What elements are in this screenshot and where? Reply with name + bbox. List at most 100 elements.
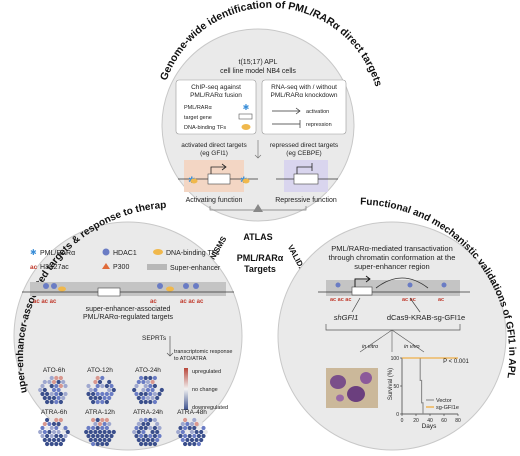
p300-triangle-icon <box>102 263 110 269</box>
cluster-dot <box>56 379 61 385</box>
cluster-dot <box>51 429 57 435</box>
cluster-dot <box>107 429 112 435</box>
hdac1-mark <box>51 283 57 289</box>
cluster-dot <box>187 417 192 423</box>
cluster-dot <box>42 387 47 393</box>
x-axis-label: Days <box>422 423 438 430</box>
cluster-dot <box>102 379 107 385</box>
cluster-dot <box>183 441 188 447</box>
cluster-dot <box>51 437 57 443</box>
cluster-dot <box>183 417 188 423</box>
cluster-dot <box>54 417 59 423</box>
cluster-dot <box>104 383 109 389</box>
cluster-dot <box>102 387 107 393</box>
y-tick-label: 100 <box>391 356 400 362</box>
cell-nucleus <box>360 372 372 384</box>
group-label: ATRA-6h <box>41 409 68 416</box>
cluster-dot <box>45 383 50 389</box>
ac-mark: ac ac ac <box>180 299 204 305</box>
left-leg-hdac1: HDAC1 <box>113 250 137 257</box>
group-label: ATRA-48h <box>177 409 207 416</box>
tf-mark <box>58 286 66 292</box>
cluster-dot <box>104 441 109 447</box>
cluster-dot <box>148 425 153 431</box>
top-panel: Genome-wide identification of PML/RARα d… <box>158 0 384 222</box>
cluster-dot <box>88 387 93 393</box>
cluster-dot <box>54 441 59 447</box>
cluster-dot <box>91 375 96 381</box>
cluster-dot <box>199 429 204 435</box>
sepr-arrow <box>166 336 174 357</box>
cluster-dot <box>143 391 148 397</box>
right-hdac1-mark <box>407 282 413 288</box>
cluster-dot <box>152 417 157 423</box>
cluster-dot <box>176 429 181 435</box>
cluster-dot <box>61 429 66 435</box>
legend-tf-text: DNA-binding TFs <box>184 125 226 131</box>
cluster-dot <box>97 429 103 435</box>
cluster-dot <box>63 425 68 431</box>
cluster-dot <box>42 429 47 435</box>
cluster-dot <box>141 379 146 385</box>
cluster-dot <box>61 437 66 443</box>
right-ac-mark: ac ac ac <box>330 297 351 303</box>
cluster-dot <box>109 433 114 439</box>
legend-activation-text: activation <box>306 109 329 115</box>
color-scale-bar <box>184 368 188 410</box>
cluster-dot <box>65 429 70 435</box>
right-ac-mark: ac ac <box>402 297 416 303</box>
rna-seq-box <box>261 79 347 135</box>
cluster-dot <box>97 395 103 401</box>
cluster-dot <box>148 433 153 439</box>
cluster-dot <box>141 421 146 427</box>
tf-mark <box>166 286 174 292</box>
cluster-dot <box>51 387 57 393</box>
cluster-dot <box>203 429 208 435</box>
cluster-dot <box>136 437 141 443</box>
cluster-dot <box>107 421 112 427</box>
cluster-dot <box>45 441 50 447</box>
cluster-dot <box>86 433 91 439</box>
cluster-dot <box>139 441 144 447</box>
cluster-dot <box>54 399 59 405</box>
cluster-dot <box>58 399 64 405</box>
cluster-dot <box>157 425 162 431</box>
cluster-dot <box>100 433 105 439</box>
cluster-dot <box>155 437 160 443</box>
cluster-dot <box>100 375 105 381</box>
cluster-dot <box>201 425 206 431</box>
repressed-title-1: repressed direct targets <box>270 142 339 149</box>
cluster-dot <box>189 421 195 427</box>
cluster-dot <box>148 399 153 405</box>
cluster-dot <box>145 421 151 427</box>
cluster-dot <box>134 425 139 431</box>
cluster-dot <box>45 399 50 405</box>
cluster-dot <box>136 395 141 401</box>
cluster-dot <box>47 395 52 401</box>
cluster-dot <box>104 375 109 381</box>
sh-pointer <box>351 297 361 313</box>
cluster-dot <box>136 387 141 393</box>
cluster-dot <box>61 379 66 385</box>
atlas-label: ATLAS <box>243 232 272 242</box>
cluster-dot <box>100 391 105 397</box>
chromatin-loop <box>375 277 429 289</box>
cluster-dot <box>143 425 148 431</box>
cluster-dot <box>63 433 68 439</box>
cluster-dot <box>185 421 190 427</box>
activating-function-label: Activating function <box>186 197 243 204</box>
cluster-dot <box>97 379 103 385</box>
cluster-dot <box>192 433 197 439</box>
cluster-dot <box>155 421 160 427</box>
cluster-dot <box>139 425 144 431</box>
cluster-dot <box>88 395 93 401</box>
cluster-dot <box>139 399 144 405</box>
cluster-dot <box>56 437 61 443</box>
group-label: ATO-6h <box>43 367 66 374</box>
cluster-dot <box>196 417 201 423</box>
cluster-dot <box>189 429 195 435</box>
cluster-dot <box>63 383 68 389</box>
cluster-dot <box>88 379 93 385</box>
cluster-dot <box>58 417 64 423</box>
